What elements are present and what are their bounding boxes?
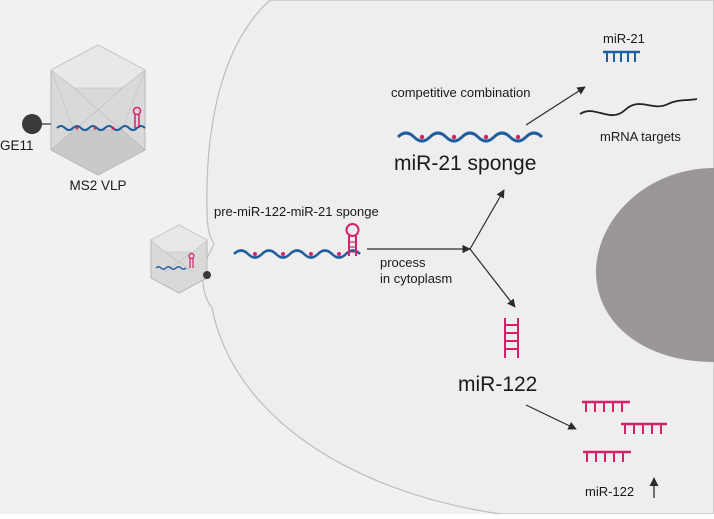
process-label-line2: in cytoplasm (380, 271, 452, 286)
sponge-branch-arrow (469, 189, 505, 250)
ms2-vlp-capsid-icon (50, 44, 146, 176)
mrna-target-strand (579, 98, 698, 117)
mir122-label: miR-122 (458, 373, 537, 396)
mature-mir122-icon-1 (582, 400, 630, 412)
mir122-ladder-icon (504, 318, 519, 358)
mature-mir122-icon-3 (583, 450, 631, 462)
mature-mir122-icon-2 (621, 422, 667, 434)
pre-construct-rna (233, 249, 361, 259)
ge11-bound-icon (203, 271, 211, 279)
nucleus (595, 168, 714, 362)
mrna-targets-label: mRNA targets (600, 129, 681, 144)
hairpin-icon (345, 223, 360, 256)
process-label-line1: process (380, 255, 426, 270)
endocytosed-vlp-icon (150, 224, 208, 294)
mir122-branch-arrow (469, 248, 516, 308)
sponge-label: miR-21 sponge (394, 152, 536, 175)
ge11-label: GE11 (0, 138, 34, 153)
mir21-sponge-rna (396, 131, 544, 143)
vlp-label: MS2 VLP (69, 178, 126, 193)
competitive-arrow (525, 86, 586, 126)
ge11-peptide-icon (22, 114, 42, 134)
mir21-label: miR-21 (603, 31, 645, 46)
vlp-rna-cargo (56, 106, 146, 131)
mir122-increase-label: miR-122 (585, 484, 634, 499)
mir122-release-arrow (525, 404, 577, 430)
competitive-label: competitive combination (391, 85, 530, 100)
mir21-duplex-icon (603, 50, 640, 62)
pre-construct-label: pre-miR-122-miR-21 sponge (214, 204, 379, 219)
